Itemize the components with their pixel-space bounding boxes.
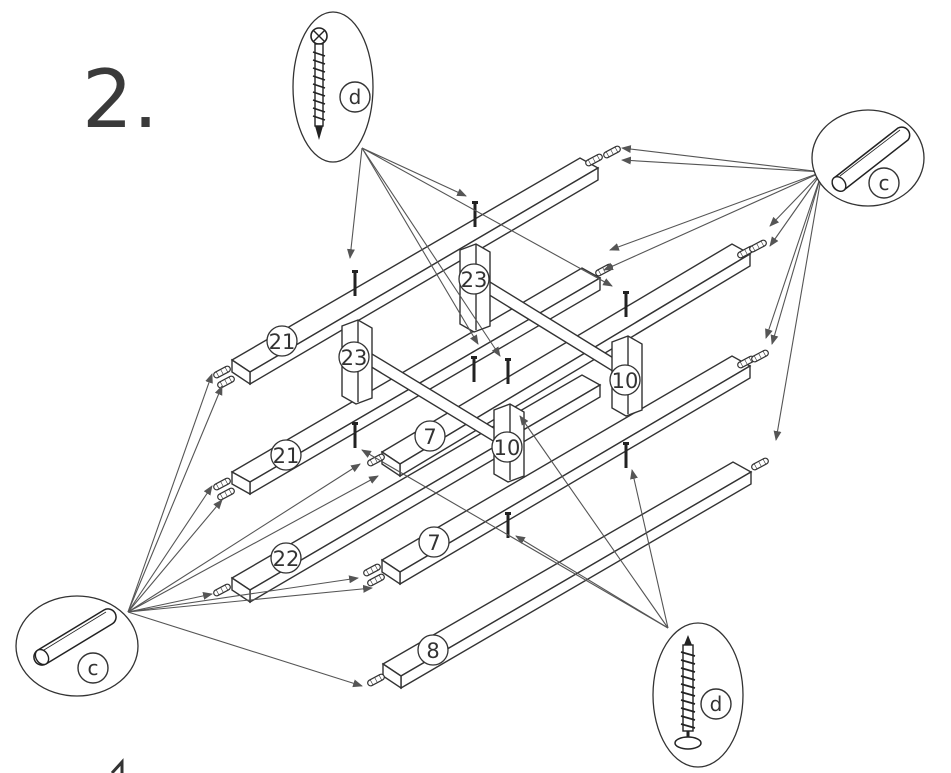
- callout-letter-d-bottom: d: [710, 692, 723, 716]
- callout-letter-c-right: c: [879, 171, 890, 195]
- arrows-d-top: [347, 147, 613, 357]
- part-labels: [266, 263, 641, 666]
- part-label-7-lower: 7: [427, 531, 440, 555]
- next-step-fragment: [110, 758, 124, 773]
- screw-icon: [310, 27, 328, 140]
- arrows-d-bottom: [361, 415, 669, 629]
- callout-screw-top: d: [292, 11, 374, 163]
- rail-7-upper: [380, 243, 752, 478]
- rail-21-top: [230, 157, 600, 386]
- part-label-23-back: 23: [461, 268, 488, 292]
- part-label-10-front: 10: [494, 436, 521, 460]
- callout-screw-bottom: d: [652, 622, 744, 768]
- rail-7-lower: [380, 355, 752, 586]
- arrows-c-left: [127, 373, 379, 688]
- screw-icon: [674, 635, 702, 750]
- part-label-22: 22: [273, 547, 300, 571]
- part-label-23-front: 23: [341, 346, 368, 370]
- step-number: 2.: [82, 53, 159, 146]
- part-label-21-middle: 21: [273, 444, 300, 468]
- part-label-8: 8: [426, 639, 439, 663]
- callout-dowel-right: c: [811, 109, 925, 207]
- arrows-c-right: [603, 145, 823, 441]
- part-label-21-top: 21: [269, 330, 296, 354]
- part-label-7-upper: 7: [423, 425, 436, 449]
- dowel-icon: [33, 608, 117, 666]
- callout-dowel-left: c: [15, 595, 139, 697]
- dowel-icon: [831, 126, 911, 193]
- part-label-10-back: 10: [612, 369, 639, 393]
- callout-letter-d-top: d: [349, 85, 362, 109]
- callout-letter-c-left: c: [88, 656, 99, 680]
